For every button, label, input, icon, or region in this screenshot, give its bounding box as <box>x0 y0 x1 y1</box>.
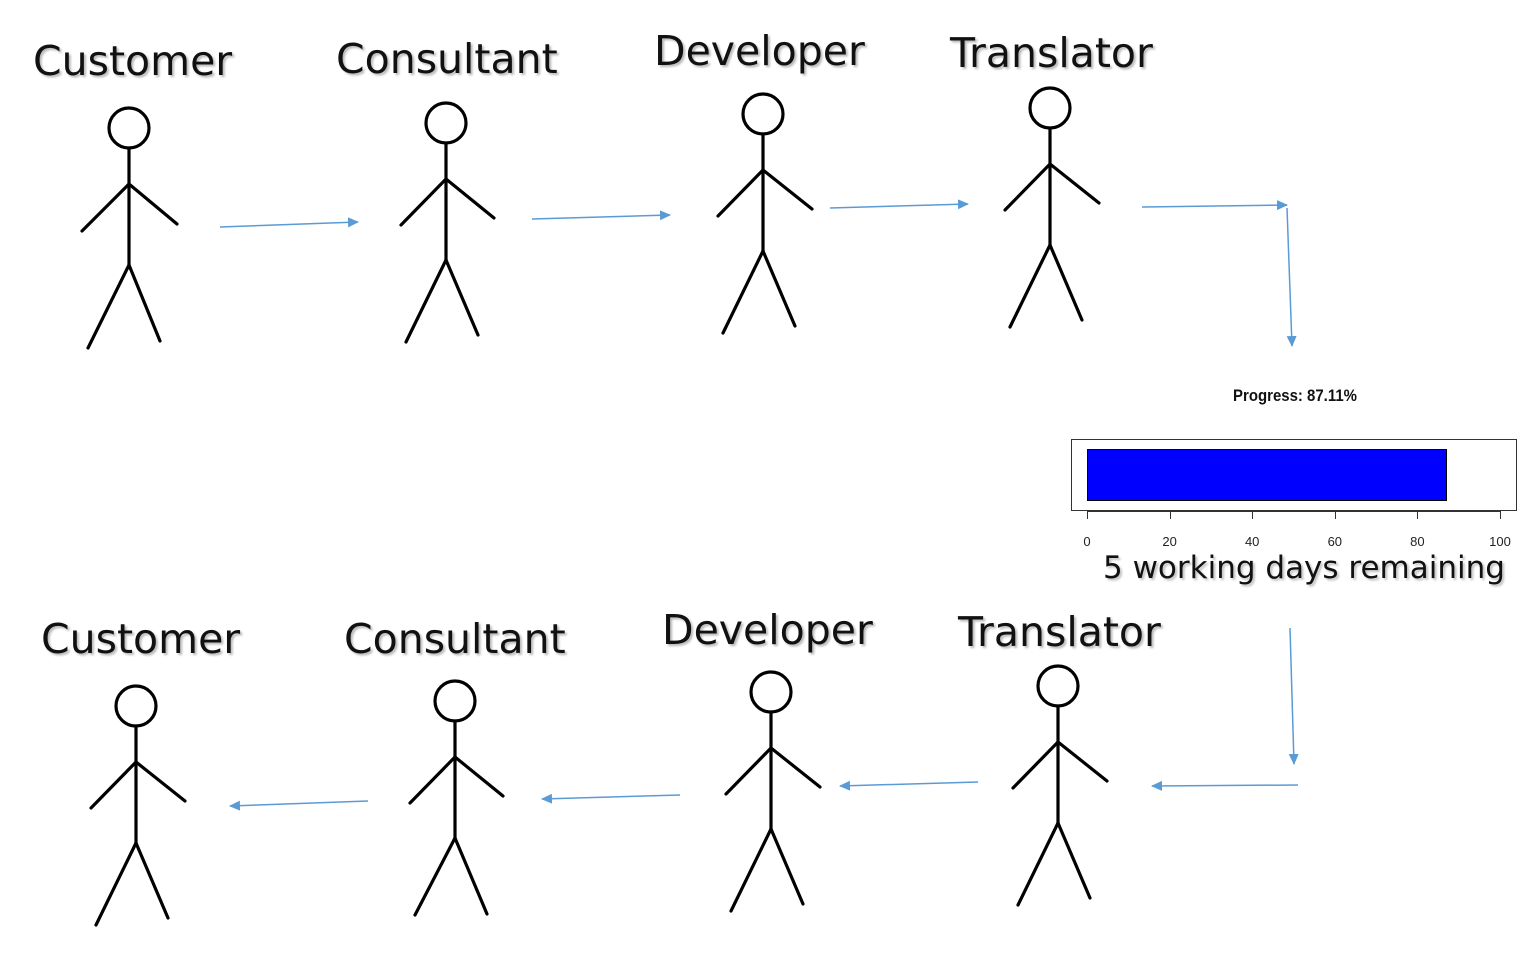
top-customer-label: Customer <box>33 37 233 85</box>
progress-bar-frame <box>1071 439 1517 511</box>
arrow-consultant-to-developer <box>531 210 671 221</box>
bottom-customer-label: Customer <box>41 615 241 663</box>
arrow-down-to-progress <box>1286 207 1297 347</box>
top-translator-figure <box>1003 86 1101 329</box>
progress-axis-tick <box>1169 511 1171 519</box>
progress-axis-tick <box>1500 511 1501 519</box>
arrow-customer-to-consultant <box>219 217 359 228</box>
arrow-developer-to-consultant <box>541 793 681 804</box>
arrow-developer-to-translator <box>829 199 969 210</box>
progress-bar-fill <box>1087 449 1447 501</box>
arrow-consultant-to-customer <box>229 800 369 811</box>
progress-axis-tick-label: 0 <box>1083 534 1091 549</box>
progress-axis-tick <box>1252 511 1254 519</box>
progress-axis-tick-label: 60 <box>1327 534 1343 549</box>
top-consultant-label: Consultant <box>336 35 558 83</box>
progress-axis-tick-label: 20 <box>1162 534 1177 549</box>
top-consultant-figure <box>399 101 496 344</box>
bottom-consultant-label: Consultant <box>344 615 566 663</box>
arrow-down-from-progress <box>1288 627 1299 765</box>
progress-axis-tick <box>1417 511 1419 519</box>
progress-axis-tick <box>1087 511 1088 519</box>
top-customer-figure <box>80 106 179 350</box>
bottom-developer-label: Developer <box>662 606 873 654</box>
progress-axis-tick <box>1334 511 1336 519</box>
bottom-translator-label: Translator <box>958 608 1161 656</box>
top-translator-label: Translator <box>950 29 1153 77</box>
arrow-translator-right <box>1141 200 1288 211</box>
bottom-consultant-figure <box>408 679 505 917</box>
progress-title: Progress: 87.11% <box>1233 386 1357 405</box>
top-developer-figure <box>716 92 814 335</box>
top-developer-label: Developer <box>654 27 865 75</box>
bottom-developer-figure <box>724 670 822 913</box>
progress-axis-tick-label: 100 <box>1489 534 1511 549</box>
arrow-to-bottom-translator <box>1151 780 1299 791</box>
bottom-translator-figure <box>1011 664 1109 907</box>
progress-axis-tick-label: 40 <box>1244 534 1260 549</box>
days-remaining-text: 5 working days remaining <box>1103 550 1505 586</box>
arrow-translator-to-developer <box>839 780 979 791</box>
bottom-customer-figure <box>89 684 187 927</box>
progress-axis-line <box>1087 511 1500 512</box>
progress-axis-tick-label: 80 <box>1410 534 1425 549</box>
